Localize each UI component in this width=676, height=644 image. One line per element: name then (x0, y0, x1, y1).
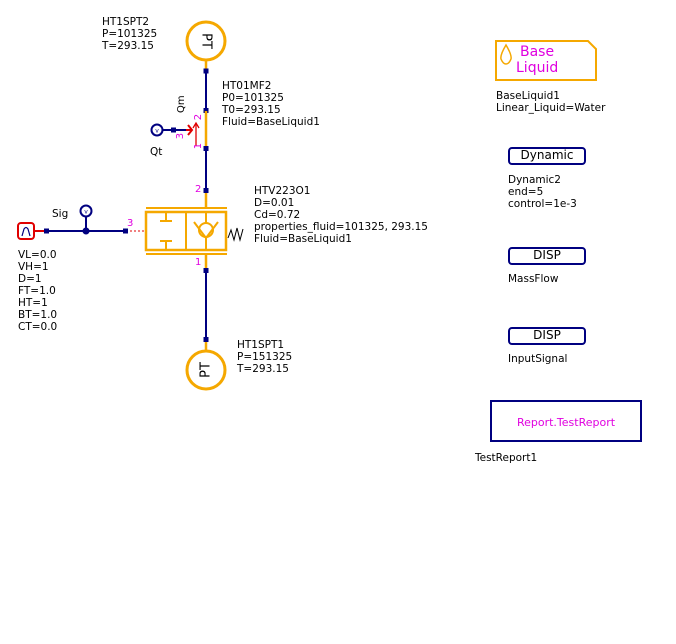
disp-massflow-block[interactable]: DISP (508, 247, 586, 265)
valve-param: Cd=0.72 (254, 209, 301, 221)
voltmeter-glyph: v (155, 128, 159, 135)
pressure-source-top[interactable]: PT (185, 20, 227, 71)
pt-bottom-param: P=151325 (237, 351, 293, 363)
sensor-output-label: Qm (176, 95, 187, 113)
voltmeter-glyph: v (84, 209, 88, 216)
sensor-port-1-label: 1 (193, 142, 205, 150)
pt-bottom-name: HT1SPT1 (237, 339, 285, 351)
valve-port-2-label: 2 (195, 184, 202, 195)
valve-param: properties_fluid=101325, 293.15 (254, 221, 428, 233)
pt-top-symbol: PT (199, 33, 214, 49)
pt-top-label: HT1SPT2 P=101325 T=293.15 (102, 16, 157, 52)
junction-node (203, 268, 209, 273)
base-liquid-param: Linear_Liquid=Water (496, 102, 606, 114)
sensor-param: P0=101325 (222, 92, 284, 104)
sensor-name: HT01MF2 (222, 80, 272, 92)
signal-param: HT=1 (18, 297, 48, 309)
report-block[interactable]: Report.TestReport (490, 400, 642, 442)
report-name: TestReport1 (475, 452, 538, 464)
base-liquid-component[interactable] (495, 40, 597, 81)
valve-name: HTV223O1 (254, 185, 311, 197)
signal-param: D=1 (18, 273, 42, 285)
signal-source[interactable] (17, 222, 46, 240)
junction-node (203, 146, 209, 151)
dynamic-label: Dynamic2 end=5 control=1e-3 (508, 174, 577, 210)
base-liquid-label: BaseLiquid1 Linear_Liquid=Water (496, 90, 605, 114)
valve-port-3-label: 3 (127, 218, 134, 229)
sig-label: Sig (52, 208, 69, 220)
junction-node (203, 68, 209, 74)
check-seat-icon (193, 221, 219, 240)
base-liquid-frame (495, 40, 597, 81)
pt-bottom-label: HT1SPT1 P=151325 T=293.15 (237, 339, 292, 375)
pt-top-param: T=293.15 (102, 40, 154, 52)
check-valve[interactable] (130, 193, 244, 268)
signal-param: CT=0.0 (18, 321, 58, 333)
flow-arrow-head (192, 121, 200, 129)
report-type: Report.TestReport (516, 416, 616, 429)
junction-node (203, 108, 209, 113)
dynamic-param: control=1e-3 (508, 198, 577, 210)
pt-top-name: HT1SPT2 (102, 16, 150, 28)
voltmeter-icon (79, 204, 93, 218)
voltmeter-icon (150, 123, 164, 137)
sensor-param: Fluid=BaseLiquid1 (222, 116, 320, 128)
junction-node (171, 127, 176, 133)
pt-top-param: P=101325 (102, 28, 158, 40)
qt-display[interactable]: v (150, 123, 164, 137)
pulse-icon (21, 226, 31, 237)
base-liquid-title-2: Liquid (516, 60, 559, 76)
disp-inputsignal-name: InputSignal (508, 353, 568, 365)
junction-node (203, 188, 209, 193)
base-liquid-name: BaseLiquid1 (496, 90, 560, 102)
valve-port-1-label: 1 (195, 257, 202, 268)
signal-param: BT=1.0 (18, 309, 58, 321)
junction-node (203, 337, 209, 342)
signal-param: VL=0.0 (18, 249, 57, 261)
pt-bottom-circle (185, 349, 227, 391)
valve-param: D=0.01 (254, 197, 295, 209)
mass-flow-sensor[interactable] (186, 111, 209, 151)
valve-label: HTV223O1 D=0.01 Cd=0.72 properties_fluid… (254, 185, 428, 245)
droplet-icon (500, 43, 512, 65)
dynamic-param: end=5 (508, 186, 544, 198)
base-liquid-title-1: Base (520, 44, 555, 60)
qt-label: Qt (150, 146, 163, 158)
sensor-port-2-label: 2 (193, 113, 205, 121)
disp-inputsignal-block[interactable]: DISP (508, 327, 586, 345)
sensor-param: T0=293.15 (222, 104, 281, 116)
dynamic-block[interactable]: Dynamic (508, 147, 586, 165)
sig-display[interactable]: v (79, 204, 93, 218)
mass-flow-sensor-label: HT01MF2 P0=101325 T0=293.15 Fluid=BaseLi… (222, 80, 320, 128)
pt-bottom-symbol: PT (199, 362, 214, 378)
signal-source-box (17, 222, 35, 240)
dynamic-name: Dynamic2 (508, 174, 561, 186)
signal-param: FT=1.0 (18, 285, 56, 297)
junction-node (123, 228, 128, 234)
valve-param: Fluid=BaseLiquid1 (254, 233, 352, 245)
signal-source-params: VL=0.0 VH=1 D=1 FT=1.0 HT=1 BT=1.0 CT=0.… (18, 249, 57, 333)
pressure-source-bottom[interactable]: PT (185, 342, 227, 391)
junction-node (44, 228, 49, 234)
pt-bottom-param: T=293.15 (237, 363, 289, 375)
sensor-port-3-label: 3 (175, 132, 187, 140)
disp-massflow-name: MassFlow (508, 273, 559, 285)
signal-param: VH=1 (18, 261, 49, 273)
spring-icon (227, 227, 244, 242)
